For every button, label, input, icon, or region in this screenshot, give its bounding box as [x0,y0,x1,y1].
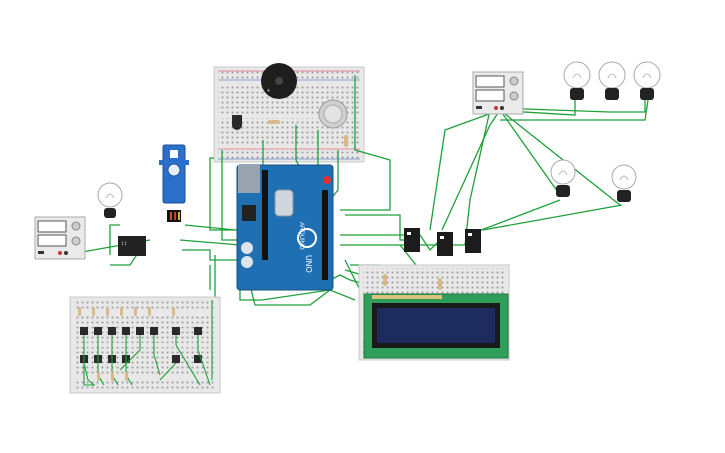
power-supply-left[interactable] [34,216,86,260]
svg-text:+: + [267,88,270,94]
gas-sensor[interactable] [318,99,348,129]
lcd-display[interactable] [363,293,509,359]
resistors-lcd[interactable] [383,274,442,290]
relay-module-left[interactable]: ↕↕ [118,236,146,256]
bulb-left[interactable] [97,182,123,218]
svg-text:↕↕: ↕↕ [121,241,127,247]
servo-motor[interactable] [159,144,189,222]
temperature-sensor[interactable] [232,115,242,130]
buzzer[interactable]: + [261,63,297,99]
bulb-top-3[interactable] [633,61,661,100]
resistor-top[interactable] [268,120,348,147]
button-wires [83,300,213,386]
bulb-mid-1[interactable] [550,159,576,197]
bulb-top-1[interactable] [563,61,591,100]
bulb-mid-2[interactable] [611,164,637,202]
resistors-buttons[interactable] [78,307,175,381]
arduino-brand: ARDUINO [298,222,304,250]
relay-2[interactable] [437,232,453,256]
bulb-top-2[interactable] [598,61,626,100]
arduino-model: UNO [304,255,313,273]
relay-3[interactable] [465,229,481,253]
relay-1[interactable] [404,228,420,252]
power-supply-top-right[interactable] [472,71,524,115]
arduino-uno[interactable]: ARDUINO UNO [236,164,334,291]
